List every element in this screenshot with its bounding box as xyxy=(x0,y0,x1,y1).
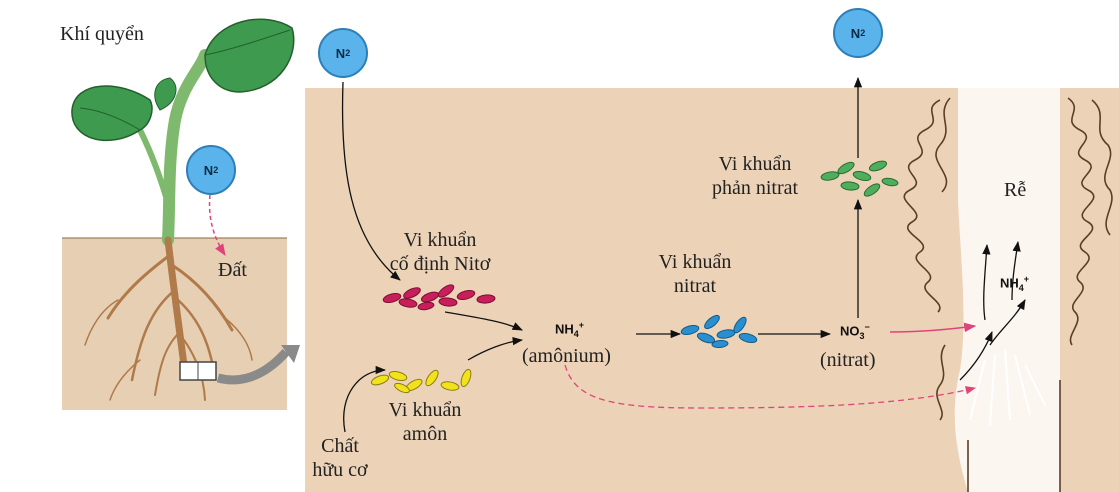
nitrat-bacteria-label: Vi khuẩn nitrat xyxy=(640,250,750,298)
plant-illustration xyxy=(62,19,300,410)
n2-sub: 2 xyxy=(345,48,350,58)
nitrat-line-1: Vi khuẩn xyxy=(640,250,750,274)
ammon-bacteria-label: Vi khuẩn amôn xyxy=(375,398,475,446)
fixing-line-1: Vi khuẩn xyxy=(375,228,505,252)
no3-center: NO3− xyxy=(840,322,870,341)
atmosphere-label: Khí quyển xyxy=(60,22,144,46)
n2-text: N xyxy=(851,26,860,41)
organic-matter-label: Chất hữu cơ xyxy=(300,434,380,482)
root-label: Rễ xyxy=(1004,178,1026,202)
organic-line-1: Chất xyxy=(300,434,380,458)
n2-sub: 2 xyxy=(860,28,865,38)
n2-text: N xyxy=(204,163,213,178)
denitr-bacteria-label: Vi khuẩn phản nitrat xyxy=(700,152,810,200)
n2-text: N xyxy=(336,46,345,61)
denitr-line-2: phản nitrat xyxy=(700,176,810,200)
nitrate-label: (nitrat) xyxy=(820,348,876,372)
nitrat-line-2: nitrat xyxy=(640,274,750,298)
soil-small xyxy=(62,238,287,410)
organic-line-2: hữu cơ xyxy=(300,458,380,482)
fixing-line-2: cố định Nitơ xyxy=(375,252,505,276)
fixing-bacteria-label: Vi khuẩn cố định Nitơ xyxy=(375,228,505,276)
denitr-line-1: Vi khuẩn xyxy=(700,152,810,176)
ammon-line-1: Vi khuẩn xyxy=(375,398,475,422)
n2-sub: 2 xyxy=(213,165,218,175)
soil-label: Đất xyxy=(218,258,247,282)
nh4-center: NH4+ xyxy=(555,320,584,339)
nh4-root: NH4+ xyxy=(1000,274,1029,293)
ammon-line-2: amôn xyxy=(375,422,475,446)
ammonium-label: (amônium) xyxy=(522,344,611,368)
leaf-right xyxy=(205,19,294,92)
